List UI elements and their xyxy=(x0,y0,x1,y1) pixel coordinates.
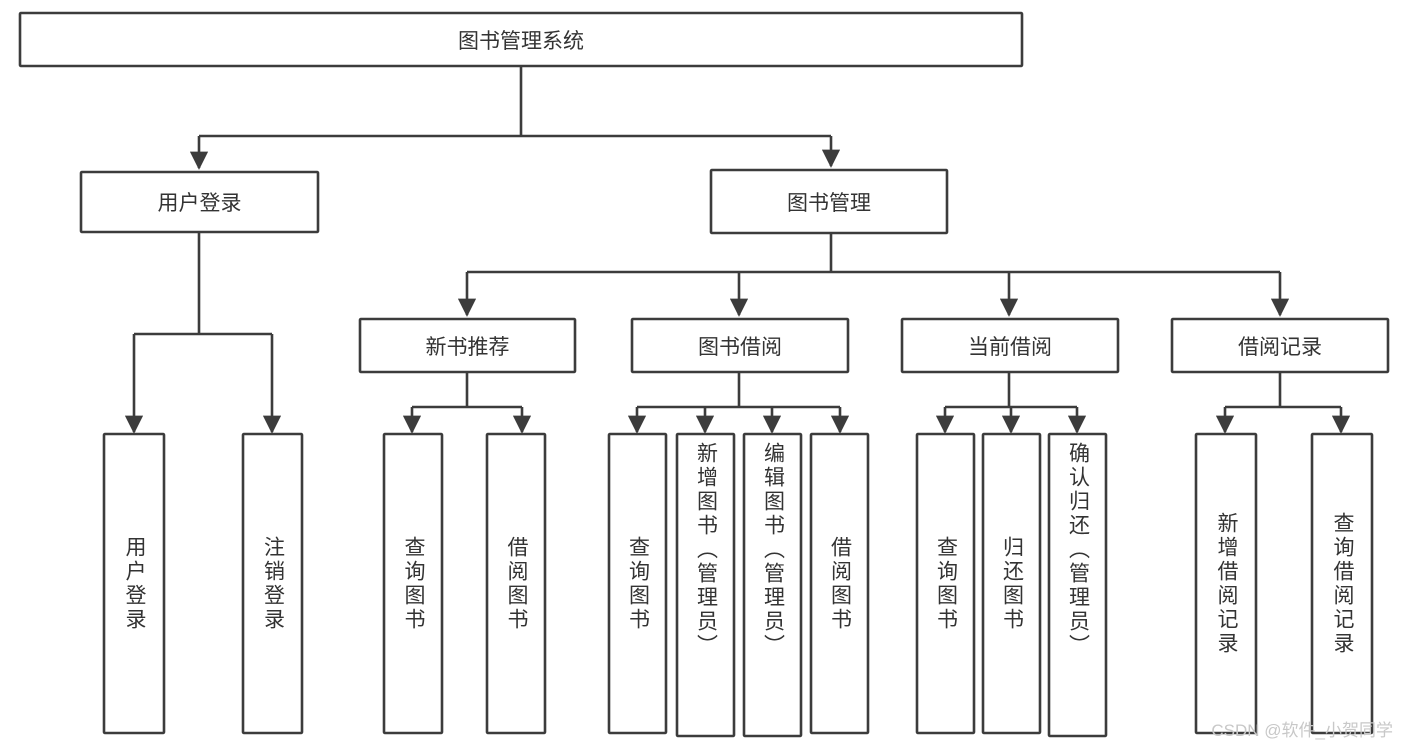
node-box-leaf-bb-1[interactable] xyxy=(675,432,736,738)
node-box-leaf-cb-1[interactable] xyxy=(981,432,1042,735)
node-box-leaf-br-1[interactable] xyxy=(1310,432,1374,735)
node-box-leaf-user-login-1[interactable] xyxy=(241,432,304,735)
node-box-book-borrow[interactable] xyxy=(630,317,850,374)
node-box-new-book-recommend[interactable] xyxy=(358,317,577,374)
node-box-leaf-bb-2[interactable] xyxy=(742,432,803,738)
node-box-root[interactable] xyxy=(18,11,1024,68)
node-box-leaf-bb-3[interactable] xyxy=(809,432,870,735)
node-box-leaf-nbr-0[interactable] xyxy=(382,432,444,735)
node-box-leaf-user-login-0[interactable] xyxy=(102,432,166,735)
node-box-book-manage[interactable] xyxy=(709,168,949,235)
node-box-leaf-cb-2[interactable] xyxy=(1047,432,1108,738)
node-box-user-login[interactable] xyxy=(79,170,320,234)
watermark: CSDN @软件_小贺同学 xyxy=(1211,721,1393,740)
node-box-leaf-bb-0[interactable] xyxy=(607,432,668,735)
node-box-leaf-cb-0[interactable] xyxy=(915,432,976,735)
node-box-current-borrow[interactable] xyxy=(900,317,1120,374)
node-box-leaf-br-0[interactable] xyxy=(1194,432,1258,735)
node-box-leaf-nbr-1[interactable] xyxy=(485,432,547,735)
node-box-borrow-record[interactable] xyxy=(1170,317,1390,374)
